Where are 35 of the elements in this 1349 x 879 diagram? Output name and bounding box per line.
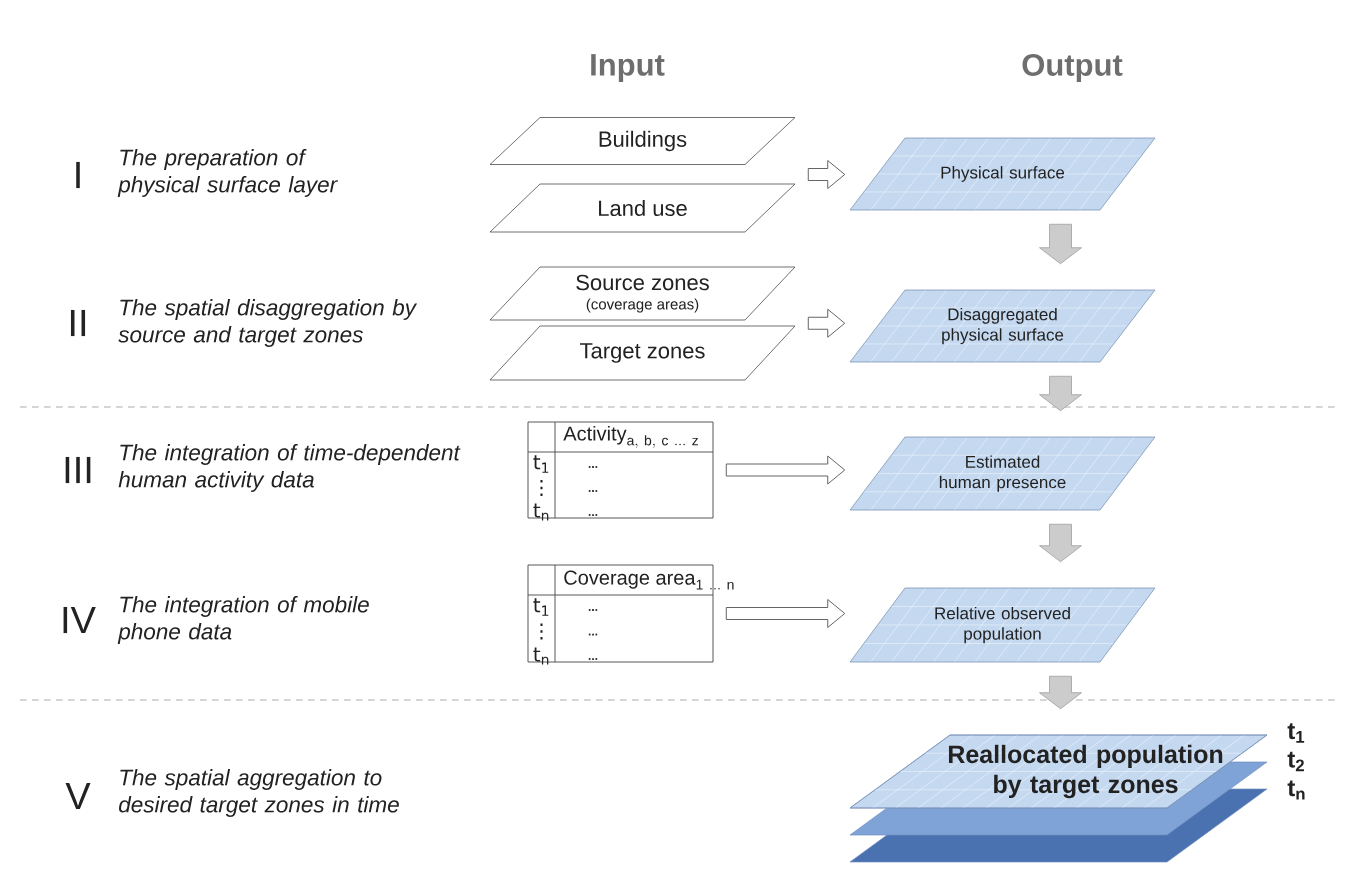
surface-grid: Physical surface: [849, 137, 1156, 211]
step-description: The spatial disaggregation by source and target zones: [118, 299, 418, 347]
surface-grid: Estimated human presence: [849, 436, 1156, 511]
step-description: The integration of time-dependent human activity data: [118, 444, 461, 492]
input-parallelogram: Target zones: [489, 325, 796, 381]
block-arrow: [807, 308, 846, 338]
column-heading: Output: [1022, 53, 1123, 83]
step-numeral: I: [76, 161, 80, 189]
block-arrow: [1039, 223, 1082, 265]
input-parallelogram: Buildings: [489, 117, 796, 165]
stacked-layers: Reallocated population by target zones: [849, 734, 1268, 863]
node-label: Reallocated population: [948, 744, 1223, 769]
input-parallelogram: Land use: [489, 183, 796, 233]
layer-label: t$_{2}$: [1287, 751, 1304, 772]
surface-grid: Relative observed population: [849, 587, 1156, 663]
block-arrow: [807, 160, 846, 189]
layer-label: t$_{1}$: [1287, 723, 1305, 743]
data-table: $\mathrm{Activity}_{\mathrm{a,\ b,\ c\ ...\ z}}$ t$_{1}$ ... ⋮ ... t$_{n}$ ...: [527, 421, 714, 521]
column-heading: Input: [591, 54, 665, 82]
step-numeral: V: [65, 782, 91, 810]
step-description: The spatial aggregation to desired target zones in time: [119, 769, 399, 817]
block-arrow: [1039, 675, 1082, 710]
block-arrow: [725, 455, 846, 485]
step-numeral: IV: [63, 606, 96, 634]
data-table: $\mathrm{Coverage\ area}_{\mathrm{1\ ...\ n}}$ t$_{1}$ ... ⋮ ... t$_{n}$ ...: [527, 564, 734, 665]
step-numeral: II: [70, 309, 86, 337]
step-numeral: III: [65, 456, 91, 484]
step-description: The preparation of physical surface layer: [117, 149, 338, 197]
layer-label: t$_{n}$: [1287, 780, 1305, 800]
block-arrow: [1039, 375, 1082, 412]
surface-grid: Disaggregated physical surface: [849, 289, 1156, 363]
input-parallelogram: Source zones (coverage areas): [489, 266, 796, 321]
block-arrow: [725, 599, 846, 628]
block-arrow: [1039, 523, 1082, 563]
step-description: The integration of mobile phone data: [117, 596, 369, 644]
